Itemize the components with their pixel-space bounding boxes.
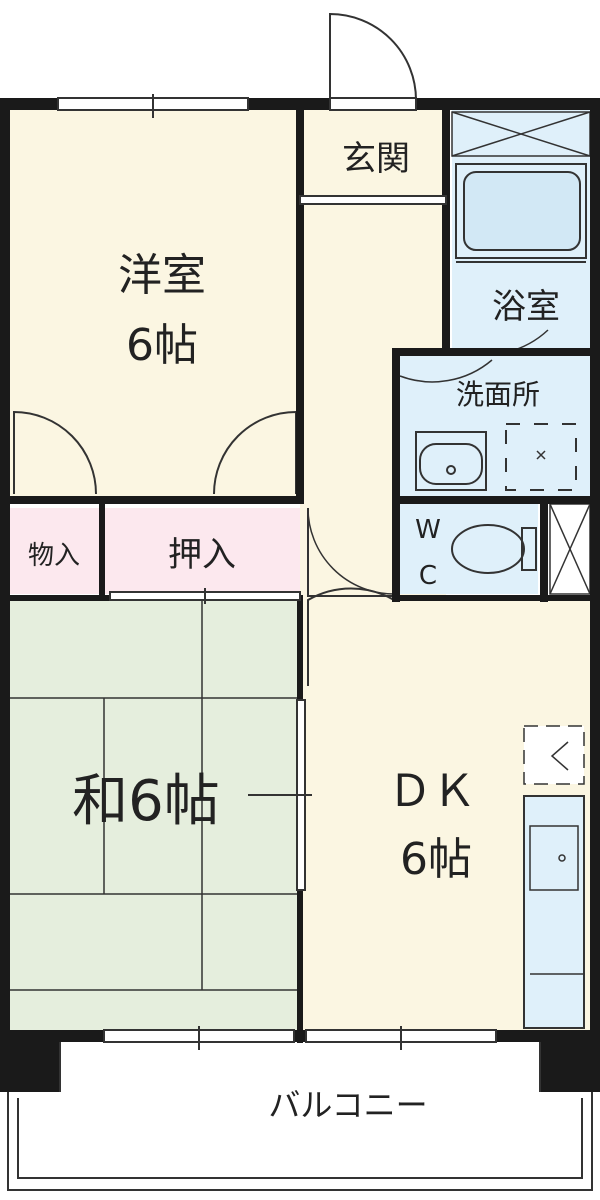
kitchen-counter xyxy=(523,795,585,1029)
bath-label: 浴室 xyxy=(492,287,560,327)
fridge-space xyxy=(523,725,585,785)
dk-room-name: ＤＫ xyxy=(388,766,476,817)
dk-room-size: 6帖 xyxy=(400,834,472,885)
balcony-label: バルコニー xyxy=(268,1086,427,1124)
western-room xyxy=(10,110,300,496)
washroom xyxy=(398,356,590,496)
wc-label-c: C xyxy=(419,561,437,591)
washbasin xyxy=(415,431,487,491)
toilet xyxy=(451,524,537,574)
japanese-room-label: 和6帖 xyxy=(72,769,220,834)
wc-label-w: W xyxy=(415,515,441,545)
pillar-right xyxy=(540,1036,600,1092)
door-swings xyxy=(13,12,549,686)
tatami-lines xyxy=(10,600,300,991)
entrance-label: 玄関 xyxy=(342,139,410,179)
closet-space xyxy=(104,508,300,594)
pillar-left xyxy=(0,1036,60,1092)
western-room-name: 洋室 xyxy=(118,250,206,301)
toilet-room xyxy=(398,504,538,594)
western-room-size: 6帖 xyxy=(126,320,198,371)
storage-space xyxy=(10,508,100,594)
washer-drain-icon xyxy=(536,450,546,460)
japanese-room xyxy=(10,600,300,1030)
balcony-outline xyxy=(7,1042,593,1191)
storage-label: 物入 xyxy=(28,541,80,571)
washing-machine-space xyxy=(505,423,577,491)
washroom-label: 洗面所 xyxy=(456,378,540,411)
closet-label: 押入 xyxy=(168,535,236,575)
bathtub xyxy=(455,163,587,259)
windows xyxy=(57,94,497,1050)
